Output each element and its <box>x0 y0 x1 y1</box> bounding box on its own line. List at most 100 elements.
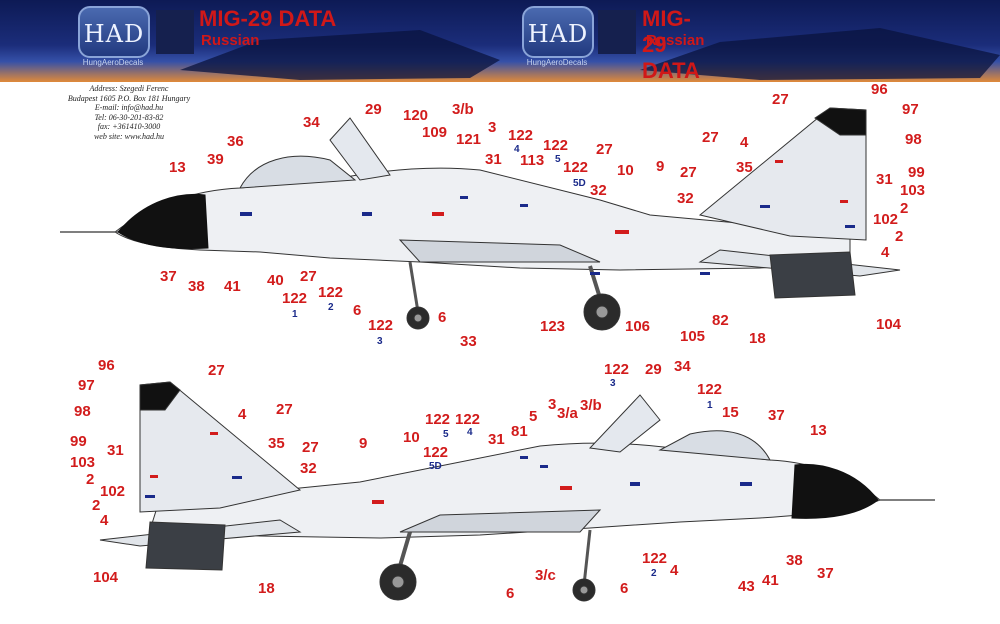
callout-number: 10 <box>403 429 420 446</box>
callout-number: 122 <box>508 127 534 144</box>
banner-jet-silhouettes <box>180 28 1000 80</box>
callout-number: 40 <box>267 272 284 289</box>
callout-number: 10 <box>617 162 634 179</box>
banner-left: HAD HungAeroDecals MIG-29 DATA Russian <box>0 0 500 82</box>
callout-number: 38 <box>786 552 803 569</box>
callout-number: 31 <box>876 171 893 188</box>
callout-number: 31 <box>485 151 502 168</box>
callout-number: 37 <box>768 407 785 424</box>
callout-number: 4 <box>238 406 247 423</box>
callout-number: 122 <box>697 381 723 398</box>
callout-number: 15 <box>722 404 739 421</box>
callout-number: 120 <box>403 107 429 124</box>
callout-number: 3 <box>488 119 497 136</box>
callout-number: 97 <box>902 101 919 118</box>
callout-number: 27 <box>772 91 789 108</box>
callout-subnumber: 2 <box>328 302 334 313</box>
address-line: fax: +361410-3000 <box>97 122 161 132</box>
callout-number: 4 <box>100 512 109 529</box>
logo-text: HAD <box>527 20 589 48</box>
callout-subnumber: 5D <box>429 461 442 472</box>
address-line: web site: www.had.hu <box>93 131 165 141</box>
callout-number: 18 <box>258 580 275 597</box>
callout-number: 122 <box>543 137 569 154</box>
callout-number: 27 <box>276 401 293 418</box>
callout-number: 35 <box>268 435 285 452</box>
banner-title: MIG-29 DATA <box>199 6 337 31</box>
address-line: Address: Szegedi Ferenc <box>89 84 169 93</box>
callout-number: 3/b <box>452 101 474 118</box>
callout-number: 4 <box>881 244 890 261</box>
callout-number: 121 <box>456 131 482 148</box>
callout-number: 29 <box>645 361 662 378</box>
callout-number: 3/a <box>557 405 578 422</box>
callout-number: 5 <box>529 408 538 425</box>
callout-number: 98 <box>905 131 922 148</box>
logo-subtext: HungAeroDecals <box>526 58 588 67</box>
callout-number: 35 <box>736 159 753 176</box>
callout-number: 102 <box>100 483 126 500</box>
callout-number: 122 <box>642 550 668 567</box>
callout-number: 113 <box>520 152 545 169</box>
callout-number: 27 <box>300 268 317 285</box>
callout-subnumber: 4 <box>514 144 520 155</box>
callout-number: 97 <box>78 377 95 394</box>
callout-number: 34 <box>303 114 320 131</box>
callout-number: 102 <box>873 211 899 228</box>
callout-number: 122 <box>604 361 630 378</box>
callout-number: 122 <box>455 411 481 428</box>
callout-number: 6 <box>438 309 447 326</box>
callout-number: 32 <box>300 460 317 477</box>
callout-number: 29 <box>365 101 382 118</box>
callout-number: 43 <box>738 578 755 595</box>
address-line: Tel: 06-30-201-83-82 <box>94 112 164 122</box>
callout-number: 2 <box>86 471 95 488</box>
callout-number: 2 <box>900 200 909 217</box>
callout-number: 9 <box>359 435 368 452</box>
callout-number: 18 <box>749 330 766 347</box>
callout-number: 27 <box>702 129 719 146</box>
callout-number: 6 <box>353 302 362 319</box>
callout-number: 27 <box>596 141 613 158</box>
dark-square <box>156 10 194 54</box>
callout-number: 38 <box>188 278 205 295</box>
address-block: Address: Szegedi Ferenc Budapest 1605 P.… <box>44 84 214 142</box>
callout-subnumber: 2 <box>651 568 657 579</box>
callout-number: 122 <box>425 411 451 428</box>
callout-number: 32 <box>677 190 694 207</box>
callout-subnumber: 5 <box>555 154 561 165</box>
callout-number: 123 <box>540 318 566 335</box>
callout-number: 98 <box>74 403 91 420</box>
callout-number: 122 <box>318 284 344 301</box>
callout-number: 122 <box>282 290 308 307</box>
address-line: Budapest 1605 P.O. Box 181 Hungary <box>67 93 191 103</box>
callout-number: 3/b <box>580 397 602 414</box>
callout-number: 13 <box>810 422 827 439</box>
callout-number: 9 <box>656 158 665 175</box>
callout-subnumber: 4 <box>467 427 473 438</box>
callout-subnumber: 1 <box>707 400 713 411</box>
had-logo: HAD <box>78 6 150 58</box>
callout-number: 37 <box>817 565 834 582</box>
callout-number: 122 <box>368 317 394 334</box>
callout-number: 104 <box>876 316 902 333</box>
callout-number: 34 <box>674 358 691 375</box>
callout-number: 82 <box>712 312 729 329</box>
callout-number: 41 <box>762 572 779 589</box>
callout-number: 103 <box>70 454 96 471</box>
callout-subnumber: 3 <box>610 378 616 389</box>
callout-number: 3 <box>548 396 557 413</box>
callout-number: 4 <box>740 134 749 151</box>
callout-number: 6 <box>620 580 629 597</box>
callout-number: 104 <box>93 569 119 586</box>
callout-number: 106 <box>625 318 651 335</box>
callout-number: 39 <box>207 151 224 168</box>
callout-number: 41 <box>224 278 241 295</box>
callout-number: 99 <box>908 164 925 181</box>
callout-number: 31 <box>107 442 124 459</box>
callout-number: 31 <box>488 431 505 448</box>
callout-subnumber: 3 <box>377 336 383 347</box>
callout-number: 33 <box>460 333 477 350</box>
